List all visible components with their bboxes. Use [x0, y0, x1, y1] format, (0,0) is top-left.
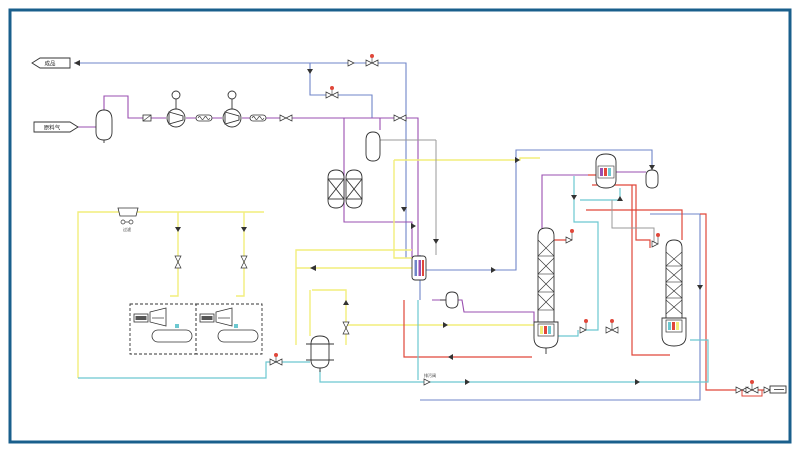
flow-arrows	[74, 60, 703, 385]
control-valve-product[interactable]	[365, 54, 379, 67]
filter-unit[interactable]: 过滤	[117, 207, 139, 232]
control-valve-column-2[interactable]	[651, 233, 660, 248]
compressor-1[interactable]	[166, 90, 186, 128]
control-valve-bypass[interactable]	[325, 86, 339, 99]
outlet-valve-station[interactable]	[735, 380, 771, 397]
cooler-1[interactable]	[195, 114, 213, 122]
main-heat-exchanger[interactable]	[411, 255, 427, 281]
phase-separator[interactable]	[440, 291, 459, 309]
distillation-column-2[interactable]	[661, 239, 687, 347]
vent-pipe	[378, 139, 655, 255]
product-outlet-label: 成品	[44, 60, 56, 68]
diagram-border	[8, 8, 792, 444]
control-valve-bottoms-1[interactable]	[579, 319, 588, 334]
distillation-column-1[interactable]	[533, 227, 559, 354]
drain-valve-bottom[interactable]: 排污阀	[423, 372, 436, 386]
overhead-condenser[interactable]	[595, 153, 617, 189]
inline-filter[interactable]	[142, 114, 152, 122]
expander-skid-2[interactable]	[195, 303, 263, 355]
feed-inlet-label: 原料气	[44, 124, 61, 132]
feed-inlet-terminal[interactable]: 原料气	[33, 121, 79, 133]
gate-valve-yellow-3[interactable]	[342, 321, 350, 335]
control-valve-column-1[interactable]	[565, 229, 574, 244]
gate-valve-feed-2[interactable]	[393, 114, 407, 122]
control-valve-recycle[interactable]	[269, 353, 283, 366]
reboiler-drum[interactable]	[306, 335, 334, 372]
control-valve-bottoms-2[interactable]	[605, 319, 619, 334]
filter-label: 过滤	[123, 226, 131, 232]
check-valve-product[interactable]	[347, 59, 355, 67]
adsorber-b[interactable]	[345, 169, 363, 209]
gate-valve-yellow-2[interactable]	[240, 255, 248, 269]
gate-valve-yellow-1[interactable]	[174, 255, 182, 269]
adsorber-a[interactable]	[327, 169, 345, 209]
product-outlet-terminal[interactable]: 成品	[31, 57, 71, 69]
expander-skid-1[interactable]	[129, 303, 197, 355]
buffer-vessel[interactable]	[365, 131, 381, 162]
outlet-terminal-right[interactable]	[769, 385, 787, 394]
compressor-2[interactable]	[222, 90, 242, 128]
drain-valve-label: 排污阀	[424, 372, 436, 378]
feed-separator-vessel[interactable]	[95, 109, 113, 143]
cooler-2[interactable]	[249, 114, 267, 122]
reflux-drum[interactable]	[645, 169, 659, 189]
gate-valve-feed-1[interactable]	[279, 114, 293, 122]
